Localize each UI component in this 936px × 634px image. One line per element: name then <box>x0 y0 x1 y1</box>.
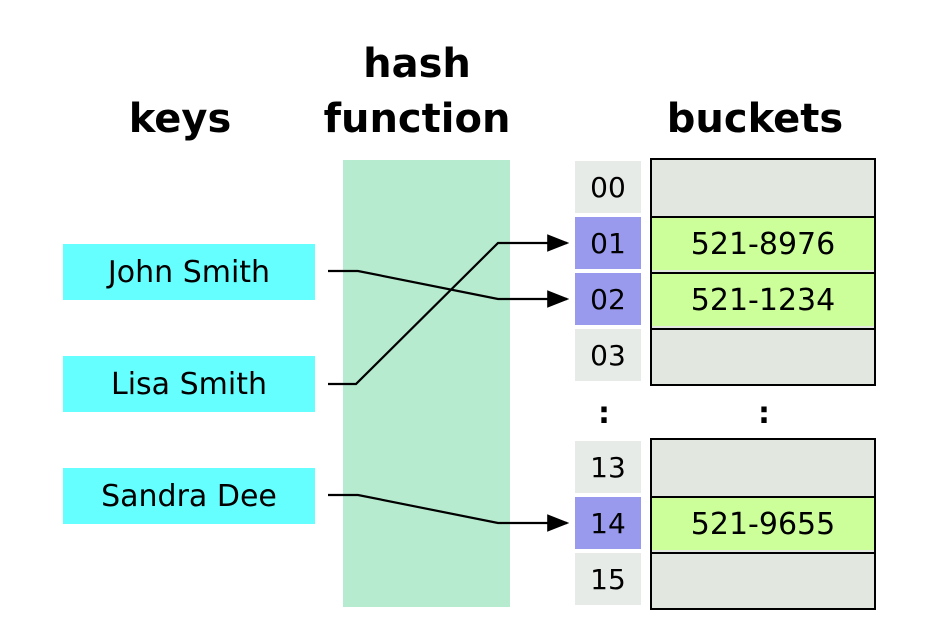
index-ellipsis: : <box>598 396 610 431</box>
hash-function-heading-line2: function <box>323 96 511 142</box>
bucket-01: 521-8976 <box>652 216 874 270</box>
bucket-02: 521-1234 <box>652 272 874 326</box>
bucket-03 <box>652 328 874 382</box>
arrow-lisa-smith-to-01 <box>328 234 570 386</box>
bucket-ellipsis: : <box>758 396 770 431</box>
hash-function-band <box>343 160 510 607</box>
bucket-15 <box>652 552 874 606</box>
buckets-heading: buckets <box>666 96 844 142</box>
bucket-index-14: 14 <box>575 497 641 549</box>
bucket-group-top: 521-8976 521-1234 <box>650 158 876 386</box>
bucket-index-00: 00 <box>575 161 641 213</box>
hash-function-heading-line1: hash <box>363 41 471 87</box>
bucket-index-15: 15 <box>575 553 641 605</box>
arrow-sandra-dee-to-14 <box>328 493 570 532</box>
bucket-index-13: 13 <box>575 441 641 493</box>
keys-heading: keys <box>128 96 232 142</box>
bucket-index-02: 02 <box>575 273 641 325</box>
arrow-john-smith-to-02 <box>328 269 570 308</box>
key-sandra-dee: Sandra Dee <box>63 468 315 524</box>
bucket-14: 521-9655 <box>652 496 874 550</box>
key-lisa-smith: Lisa Smith <box>63 356 315 412</box>
bucket-index-03: 03 <box>575 329 641 381</box>
bucket-group-bottom: 521-9655 <box>650 438 876 610</box>
bucket-index-01: 01 <box>575 217 641 269</box>
key-john-smith: John Smith <box>63 244 315 300</box>
